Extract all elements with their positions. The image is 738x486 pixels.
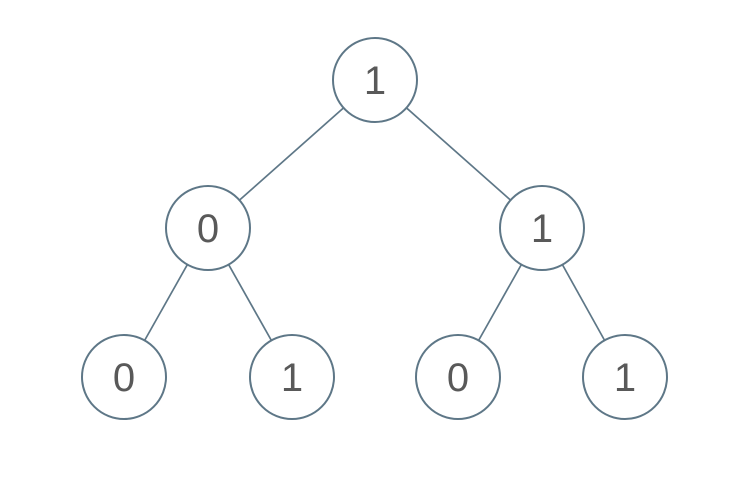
tree-node-right: 1 <box>499 185 585 271</box>
tree-node-circle <box>81 334 167 420</box>
tree-node-circle <box>499 185 585 271</box>
tree-node-left: 0 <box>165 185 251 271</box>
tree-node-label: 1 <box>614 356 636 400</box>
tree-node-label: 0 <box>113 356 135 400</box>
tree-node-label: 1 <box>531 207 553 251</box>
tree-node-circle <box>249 334 335 420</box>
tree-node-right-right: 1 <box>582 334 668 420</box>
tree-node-circle <box>332 37 418 123</box>
tree-node-circle <box>415 334 501 420</box>
tree-node-label: 1 <box>281 356 303 400</box>
tree-node-label: 0 <box>447 356 469 400</box>
tree-node-right-left: 0 <box>415 334 501 420</box>
tree-node-circle <box>165 185 251 271</box>
tree-node-label: 1 <box>364 59 386 103</box>
tree-node-circle <box>582 334 668 420</box>
tree-node-root: 1 <box>332 37 418 123</box>
tree-node-label: 0 <box>197 207 219 251</box>
tree-node-left-right: 1 <box>249 334 335 420</box>
tree-node-left-left: 0 <box>81 334 167 420</box>
